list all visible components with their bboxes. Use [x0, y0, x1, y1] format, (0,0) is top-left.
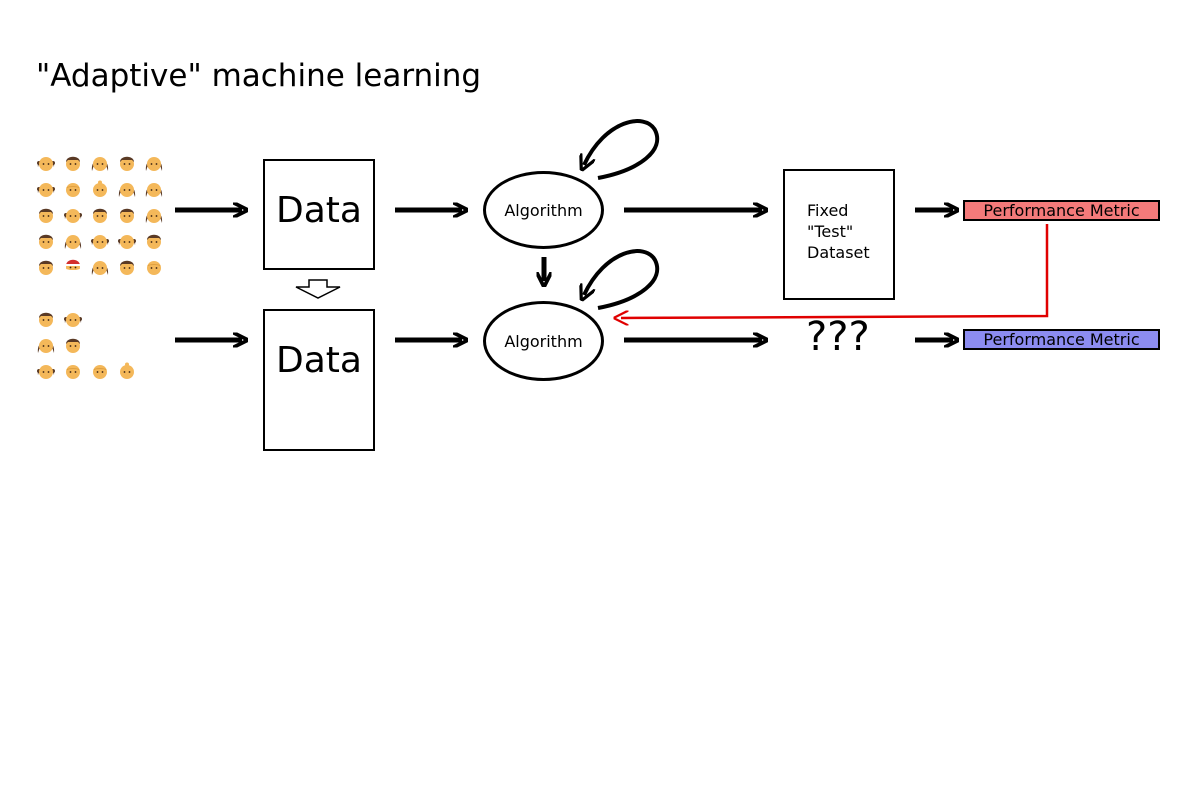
person-icon: [90, 153, 110, 173]
person-icon: [36, 361, 56, 381]
person-icon: [90, 205, 110, 225]
performance-metric-bottom: Performance Metric: [963, 329, 1160, 350]
test-dataset-line-1: Fixed: [807, 201, 849, 220]
person-icon: [90, 179, 110, 199]
person-icon: [90, 257, 110, 277]
algorithm-node-top-label: Algorithm: [504, 200, 583, 220]
feedback-arrow: [621, 224, 1049, 318]
person-icon: [117, 257, 137, 277]
algorithm-node-top: Algorithm: [483, 171, 604, 249]
performance-metric-top-label: Performance Metric: [983, 201, 1140, 220]
person-icon: [63, 231, 83, 251]
performance-metric-bottom-label: Performance Metric: [983, 330, 1140, 349]
self-loop-top: [584, 119, 659, 180]
self-loop-bottom: [584, 249, 659, 310]
person-icon: [36, 309, 56, 329]
person-icon: [144, 231, 164, 251]
person-icon: [117, 179, 137, 199]
algorithm-node-bottom: Algorithm: [483, 301, 604, 381]
person-icon: [117, 231, 137, 251]
person-icon: [144, 153, 164, 173]
person-icon: [117, 361, 137, 381]
person-icon: [63, 309, 83, 329]
person-icon: [36, 205, 56, 225]
unknown-performance: ???: [806, 314, 870, 360]
person-icon: [36, 179, 56, 199]
person-icon: [63, 361, 83, 381]
person-icon: [90, 361, 110, 381]
person-icon: [63, 257, 83, 277]
person-icon: [36, 335, 56, 355]
person-icon: [117, 153, 137, 173]
person-icon: [36, 257, 56, 277]
person-icon: [36, 231, 56, 251]
test-dataset-line-3: Dataset: [807, 243, 870, 262]
person-icon: [144, 257, 164, 277]
algorithm-node-bottom-label: Algorithm: [504, 331, 583, 351]
test-dataset-line-2: "Test": [807, 222, 854, 241]
person-icon: [63, 153, 83, 173]
person-icon: [63, 205, 83, 225]
person-icon: [144, 205, 164, 225]
person-icon: [117, 205, 137, 225]
data-box-top: [263, 159, 375, 270]
test-dataset-box: [783, 169, 895, 300]
data-box-bottom-label: Data: [276, 340, 362, 381]
person-icon: [63, 335, 83, 355]
data-box-top-label: Data: [276, 190, 362, 231]
performance-metric-top: Performance Metric: [963, 200, 1160, 221]
person-icon: [144, 179, 164, 199]
diagram-title: "Adaptive" machine learning: [36, 58, 482, 94]
hollow-arrow-data-top-to-bottom: [295, 279, 341, 299]
data-box-bottom: [263, 309, 375, 451]
person-icon: [90, 231, 110, 251]
person-icon: [63, 179, 83, 199]
person-icon: [36, 153, 56, 173]
